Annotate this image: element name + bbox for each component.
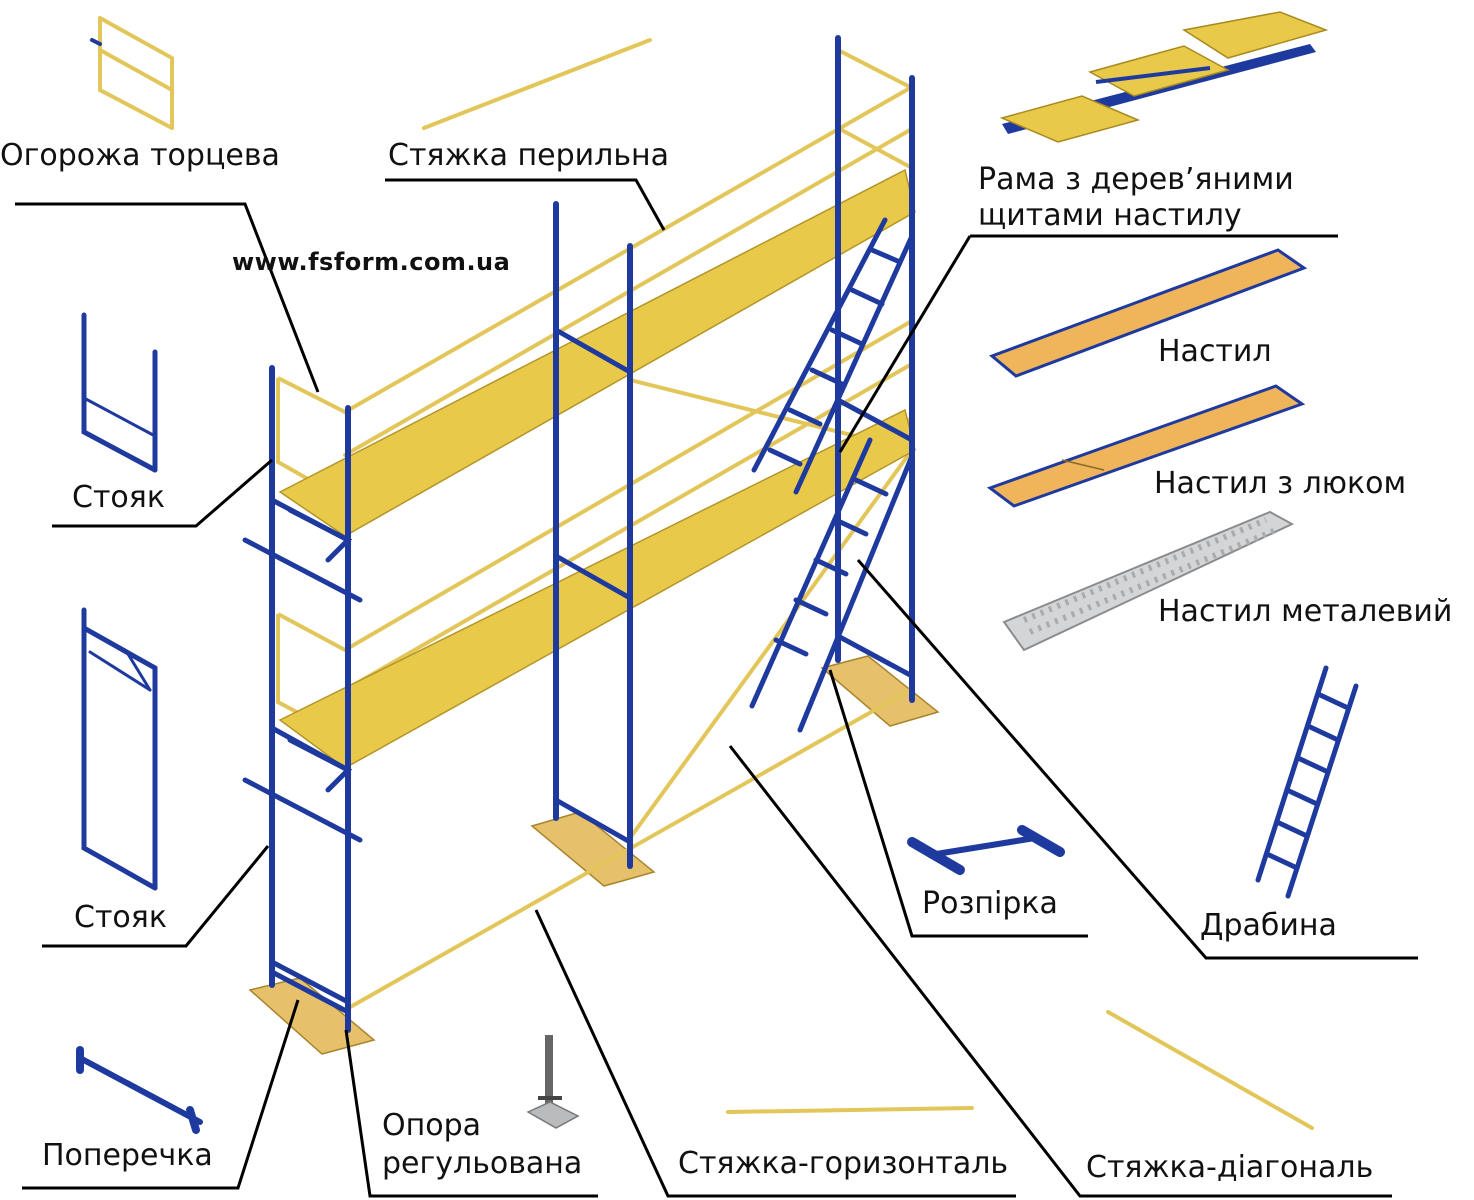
scaffold-structure [242,35,940,1055]
upright-frame-part-1 [81,312,158,473]
label-upright-1: Стояк [72,480,165,515]
label-spacer: Розпірка [922,886,1058,921]
label-crossbar: Поперечка [42,1138,213,1173]
rail-tie-part [422,38,652,130]
leader-lines [15,178,1418,1198]
leader-frame-boards-pointer [838,235,972,453]
leader-rail-tie [385,178,666,231]
ladder-part [1255,665,1359,899]
label-frame-with-boards-line1: Рама з дерев’яними [978,162,1294,197]
end-guard-part [90,16,174,130]
leader-spacer [828,669,1088,938]
label-deck-with-hatch: Настил з люком [1154,466,1407,501]
adjustable-support-part [526,1035,580,1129]
label-deck: Настил [1158,334,1272,369]
website-url: www.fsform.com.ua [232,248,511,276]
upright-frame-part-2 [81,607,158,891]
label-ladder: Драбина [1200,908,1337,943]
diagonal-tie-part [1106,1010,1314,1130]
leader-adjustable-support [344,1029,598,1198]
leader-upright-1 [52,458,273,528]
horizontal-tie-part [726,1106,974,1114]
metal-deck-part [1002,510,1295,652]
leader-crossbar [22,999,300,1190]
leader-ladder [856,559,1418,960]
label-adjustable-support-line1: Опора [382,1108,482,1143]
deck-part [989,248,1308,378]
label-rail-tie: Стяжка перильна [388,138,670,173]
label-adjustable-support-line2: регульована [382,1146,583,1181]
label-diagonal-tie: Стяжка-діагональ [1086,1150,1374,1185]
deck-with-hatch-part [986,384,1306,508]
leader-diagonal-tie [728,745,1392,1198]
leader-end-guard [15,202,320,393]
frame-with-boards-part [999,11,1329,143]
spacer-part [907,825,1065,875]
label-deck-metal: Настил металевий [1158,594,1453,629]
label-frame-with-boards-line2: щитами настилу [978,198,1242,233]
crossbar-part [76,1046,203,1134]
label-horizontal-tie: Стяжка-горизонталь [678,1146,1009,1181]
leader-upright-2 [42,845,270,948]
label-upright-2: Стояк [74,900,167,935]
label-end-guard: Огорожа торцева [0,138,280,173]
leader-horizontal-tie [534,909,1016,1198]
